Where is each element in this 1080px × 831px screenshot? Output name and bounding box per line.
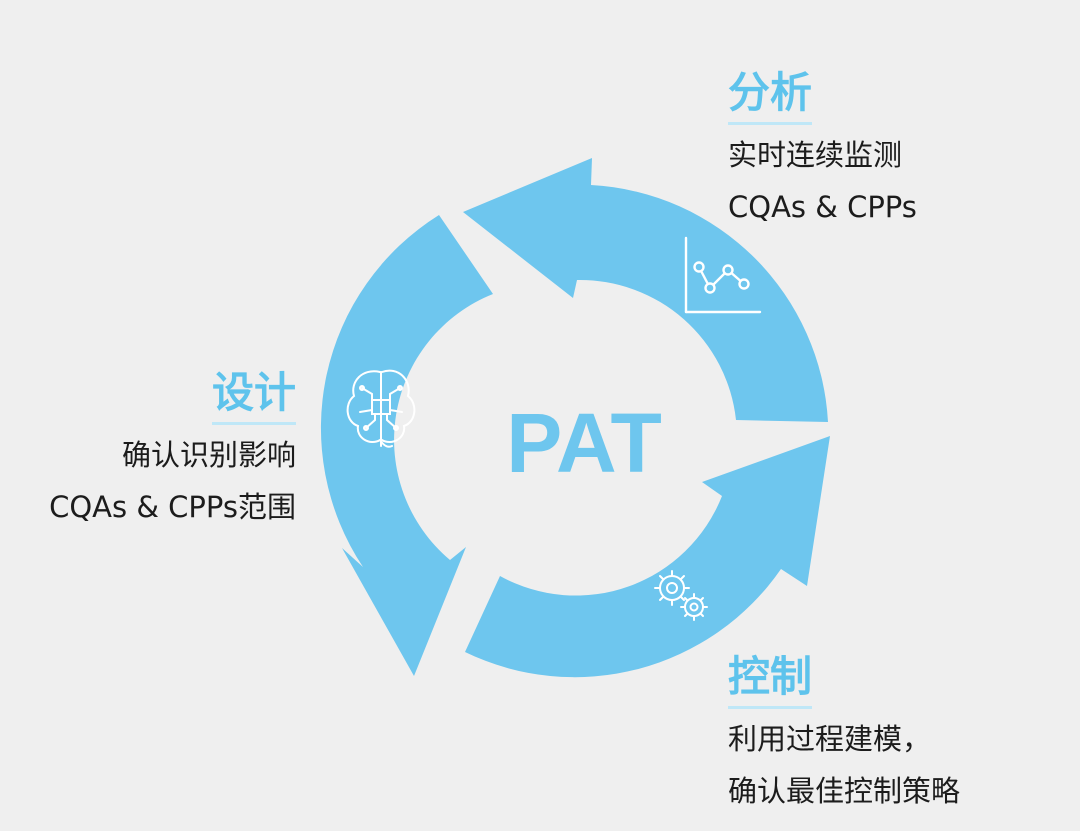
stage-analysis-line-2: CQAs & CPPs bbox=[728, 190, 917, 224]
stage-design-title: 设计 bbox=[211, 366, 296, 425]
stage-control-line-1: 利用过程建模， bbox=[728, 722, 932, 756]
stage-control: 控制 利用过程建模， 确认最佳控制策略 bbox=[728, 650, 960, 817]
cycle-arrow-design bbox=[320, 215, 493, 676]
stage-control-title: 控制 bbox=[728, 650, 813, 709]
gears-icon bbox=[654, 570, 708, 621]
center-label: PAT bbox=[506, 396, 662, 490]
line-chart-icon bbox=[684, 236, 762, 314]
stage-design: 设计 确认识别影响 CQAs & CPPs范围 bbox=[49, 366, 296, 533]
stage-analysis: 分析 实时连续监测 CQAs & CPPs bbox=[728, 66, 917, 233]
cycle-arrow-control bbox=[465, 436, 830, 678]
stage-design-line-1: 确认识别影响 bbox=[121, 438, 296, 472]
cycle-arrow-analysis bbox=[463, 158, 828, 422]
stage-control-line-2: 确认最佳控制策略 bbox=[728, 774, 961, 808]
stage-analysis-title: 分析 bbox=[728, 66, 813, 125]
stage-design-line-2: CQAs & CPPs范围 bbox=[49, 490, 296, 524]
stage-analysis-line-1: 实时连续监测 bbox=[728, 138, 903, 172]
brain-circuit-icon bbox=[346, 369, 416, 448]
